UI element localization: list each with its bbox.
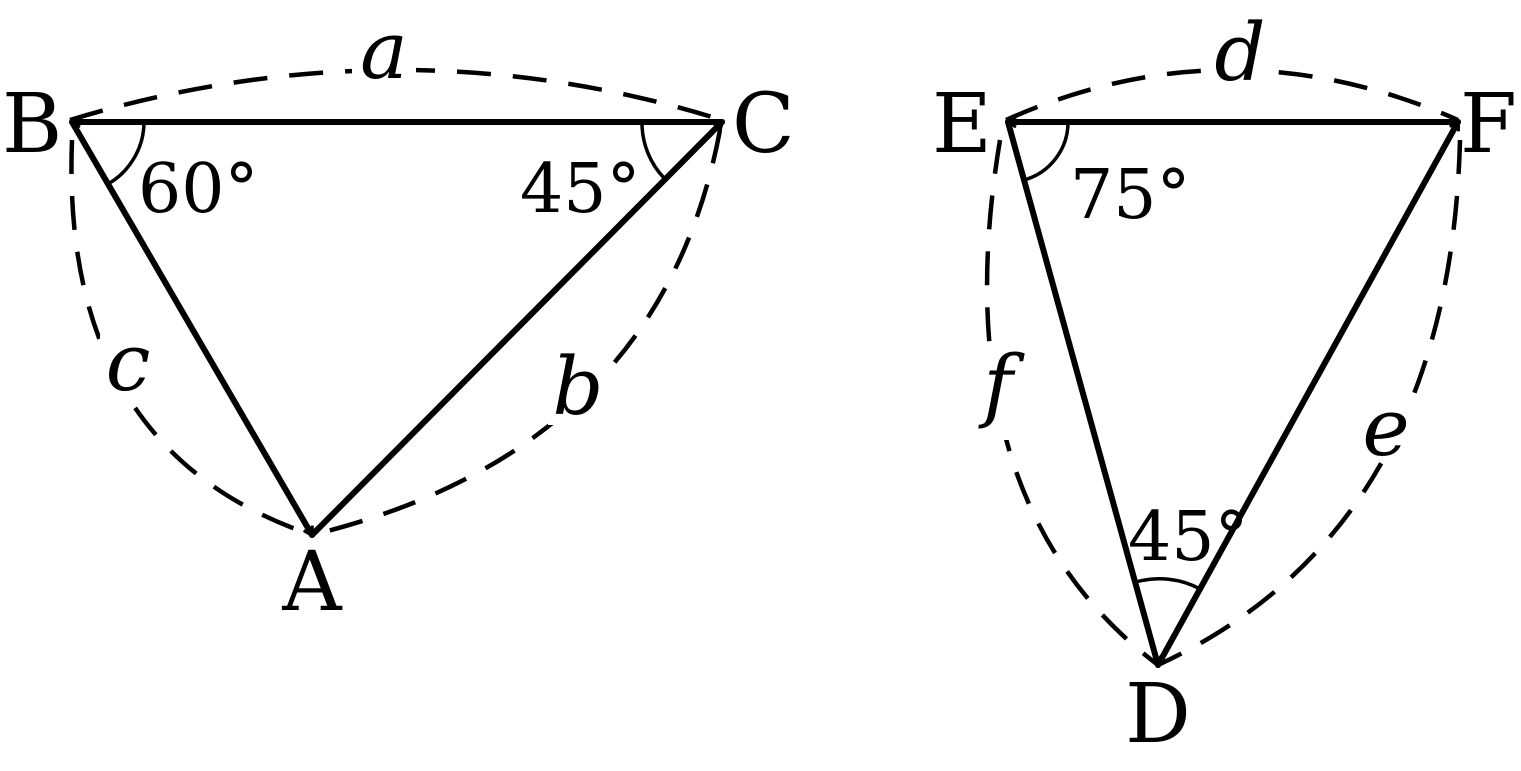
angle-arc-d	[1135, 577, 1201, 591]
dashed-arc-c	[69, 139, 313, 538]
dashed-arc-a	[69, 67, 723, 123]
side-label-e: e	[1362, 381, 1409, 474]
edge-df	[1155, 122, 1461, 668]
edge-ed	[1005, 119, 1158, 665]
angle-arc-b	[107, 121, 146, 186]
vertex-label-b: B	[2, 77, 62, 172]
vertex-label-e: E	[932, 77, 992, 172]
angle-arc-e	[1023, 121, 1070, 182]
angle-label-d: 45°	[1128, 498, 1249, 577]
angle-arc-c	[640, 121, 667, 181]
side-label-c: c	[106, 316, 151, 409]
angle-label-b: 60°	[138, 150, 259, 229]
edge-ac	[309, 119, 725, 538]
triangle-abc: a c b 60° 45° B C A	[2, 4, 795, 630]
vertex-label-f: F	[1460, 77, 1517, 172]
vertex-label-a: A	[281, 535, 343, 630]
side-label-a: a	[360, 4, 408, 97]
angle-label-e: 75°	[1070, 156, 1191, 235]
side-label-d: d	[1214, 6, 1265, 99]
side-label-b: b	[552, 340, 603, 433]
vertex-label-d: D	[1125, 667, 1191, 762]
angle-label-c: 45°	[520, 150, 641, 229]
dashed-arc-e	[1157, 139, 1463, 668]
triangle-def: d f e 75° 45° E F D	[932, 6, 1517, 762]
edge-ba	[69, 119, 315, 535]
vertex-label-c: C	[732, 77, 795, 172]
